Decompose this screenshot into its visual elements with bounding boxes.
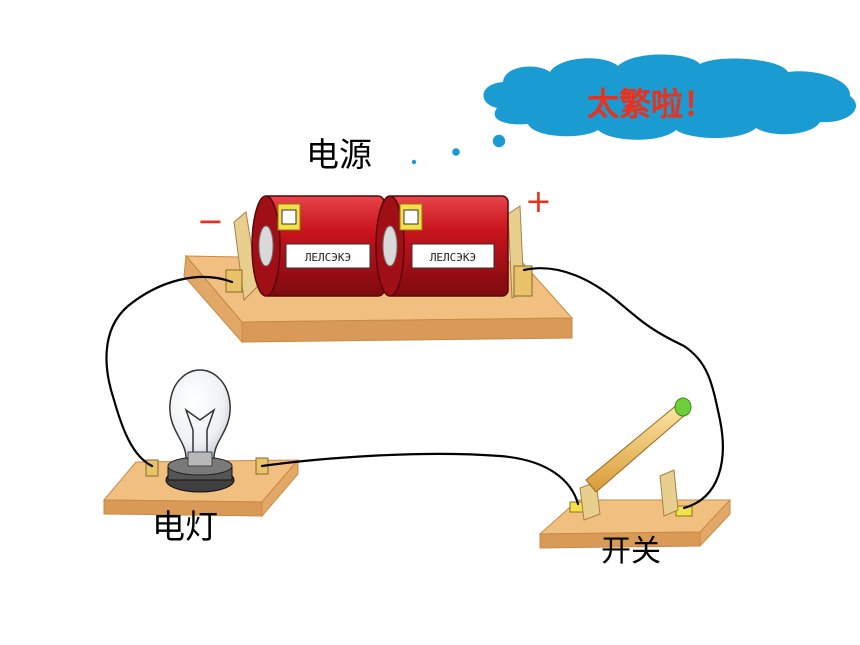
wire-lamp-to-switch <box>260 452 580 506</box>
thought-dot-medium <box>452 148 460 156</box>
battery-cell-1-marking: ЛЕЛСЭКЭ <box>305 251 351 264</box>
battery-assembly: 电源 − + ЛЕЛСЭКЭ <box>183 135 574 344</box>
light-bulb <box>169 369 231 459</box>
thought-dot-large <box>492 134 506 148</box>
positive-terminal-sign: + <box>525 182 552 220</box>
bulb-neck <box>187 451 213 467</box>
battery-base-front <box>241 317 573 343</box>
switch-assembly: 开关 <box>538 397 732 569</box>
lamp-assembly: 电灯 <box>102 369 300 546</box>
thought-bubble: 太繁啦！ <box>411 54 857 165</box>
thought-dot-small <box>411 159 417 165</box>
wire-battery-to-lamp <box>105 275 234 468</box>
negative-terminal-sign: − <box>197 202 224 240</box>
lamp-label: 电灯 <box>152 507 218 546</box>
bulb-filament <box>184 408 216 456</box>
switch-base-side <box>699 498 731 548</box>
right-terminal-clip <box>513 265 533 297</box>
wires <box>105 267 724 510</box>
battery-cell-1: ЛЕЛСЭКЭ <box>251 195 385 297</box>
power-source-label: 电源 <box>306 135 372 174</box>
lamp-base-side <box>261 458 299 518</box>
wire-switch-to-battery <box>522 267 724 510</box>
switch-handle-tip <box>674 397 692 417</box>
cloud-shape <box>483 54 857 140</box>
switch-label: 开关 <box>601 534 661 569</box>
switch-contact-post <box>659 469 679 517</box>
bubble-text: 太繁啦！ <box>587 85 715 123</box>
battery-cell-2-marking: ЛЕЛСЭКЭ <box>430 251 476 264</box>
battery-cell-2: ЛЕЛСЭКЭ <box>375 195 509 297</box>
switch-base-top <box>538 499 732 535</box>
